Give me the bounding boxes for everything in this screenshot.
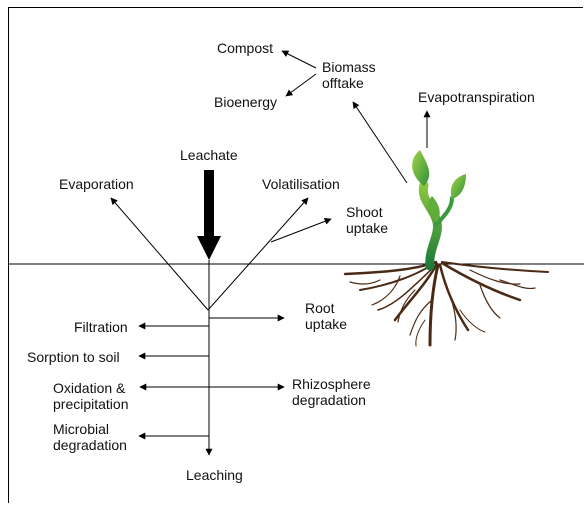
microbial-label-1: Microbial: [53, 421, 109, 437]
volatilisation-arrow: [208, 198, 308, 310]
biomass-offtake-label-2: offtake: [322, 75, 364, 91]
evaporation-arrow: [111, 198, 208, 310]
microbial-label-2: degradation: [53, 437, 127, 453]
biomass-offtake-label-1: Biomass: [322, 59, 376, 75]
sorption-label: Sorption to soil: [27, 349, 120, 365]
evaporation-label: Evaporation: [59, 176, 134, 192]
biomass-offtake-arrow: [353, 102, 407, 183]
plant-illustration: [345, 150, 548, 346]
bioenergy-label: Bioenergy: [214, 94, 277, 110]
volatilisation-label: Volatilisation: [262, 176, 340, 192]
leaching-label: Leaching: [186, 467, 243, 483]
shoot-uptake-label-1: Shoot: [346, 204, 383, 220]
compost-arrow: [282, 51, 316, 68]
oxidation-label-1: Oxidation &: [53, 380, 125, 396]
leachate-label: Leachate: [180, 147, 238, 163]
rhizosphere-label-2: degradation: [292, 392, 366, 408]
rhizosphere-label-1: Rhizosphere: [292, 376, 371, 392]
evapotranspiration-label: Evapotranspiration: [418, 89, 535, 105]
compost-label: Compost: [217, 40, 273, 56]
shoot-uptake-label-2: uptake: [346, 220, 388, 236]
root-uptake-label-1: Root: [305, 300, 335, 316]
bioenergy-arrow: [286, 74, 316, 96]
leachate-arrow-shaft: [204, 170, 214, 238]
root-uptake-label-2: uptake: [305, 316, 347, 332]
filtration-label: Filtration: [74, 319, 128, 335]
leachate-arrow-head: [197, 236, 221, 260]
oxidation-label-2: precipitation: [53, 396, 129, 412]
shoot-uptake-arrow: [271, 219, 331, 242]
